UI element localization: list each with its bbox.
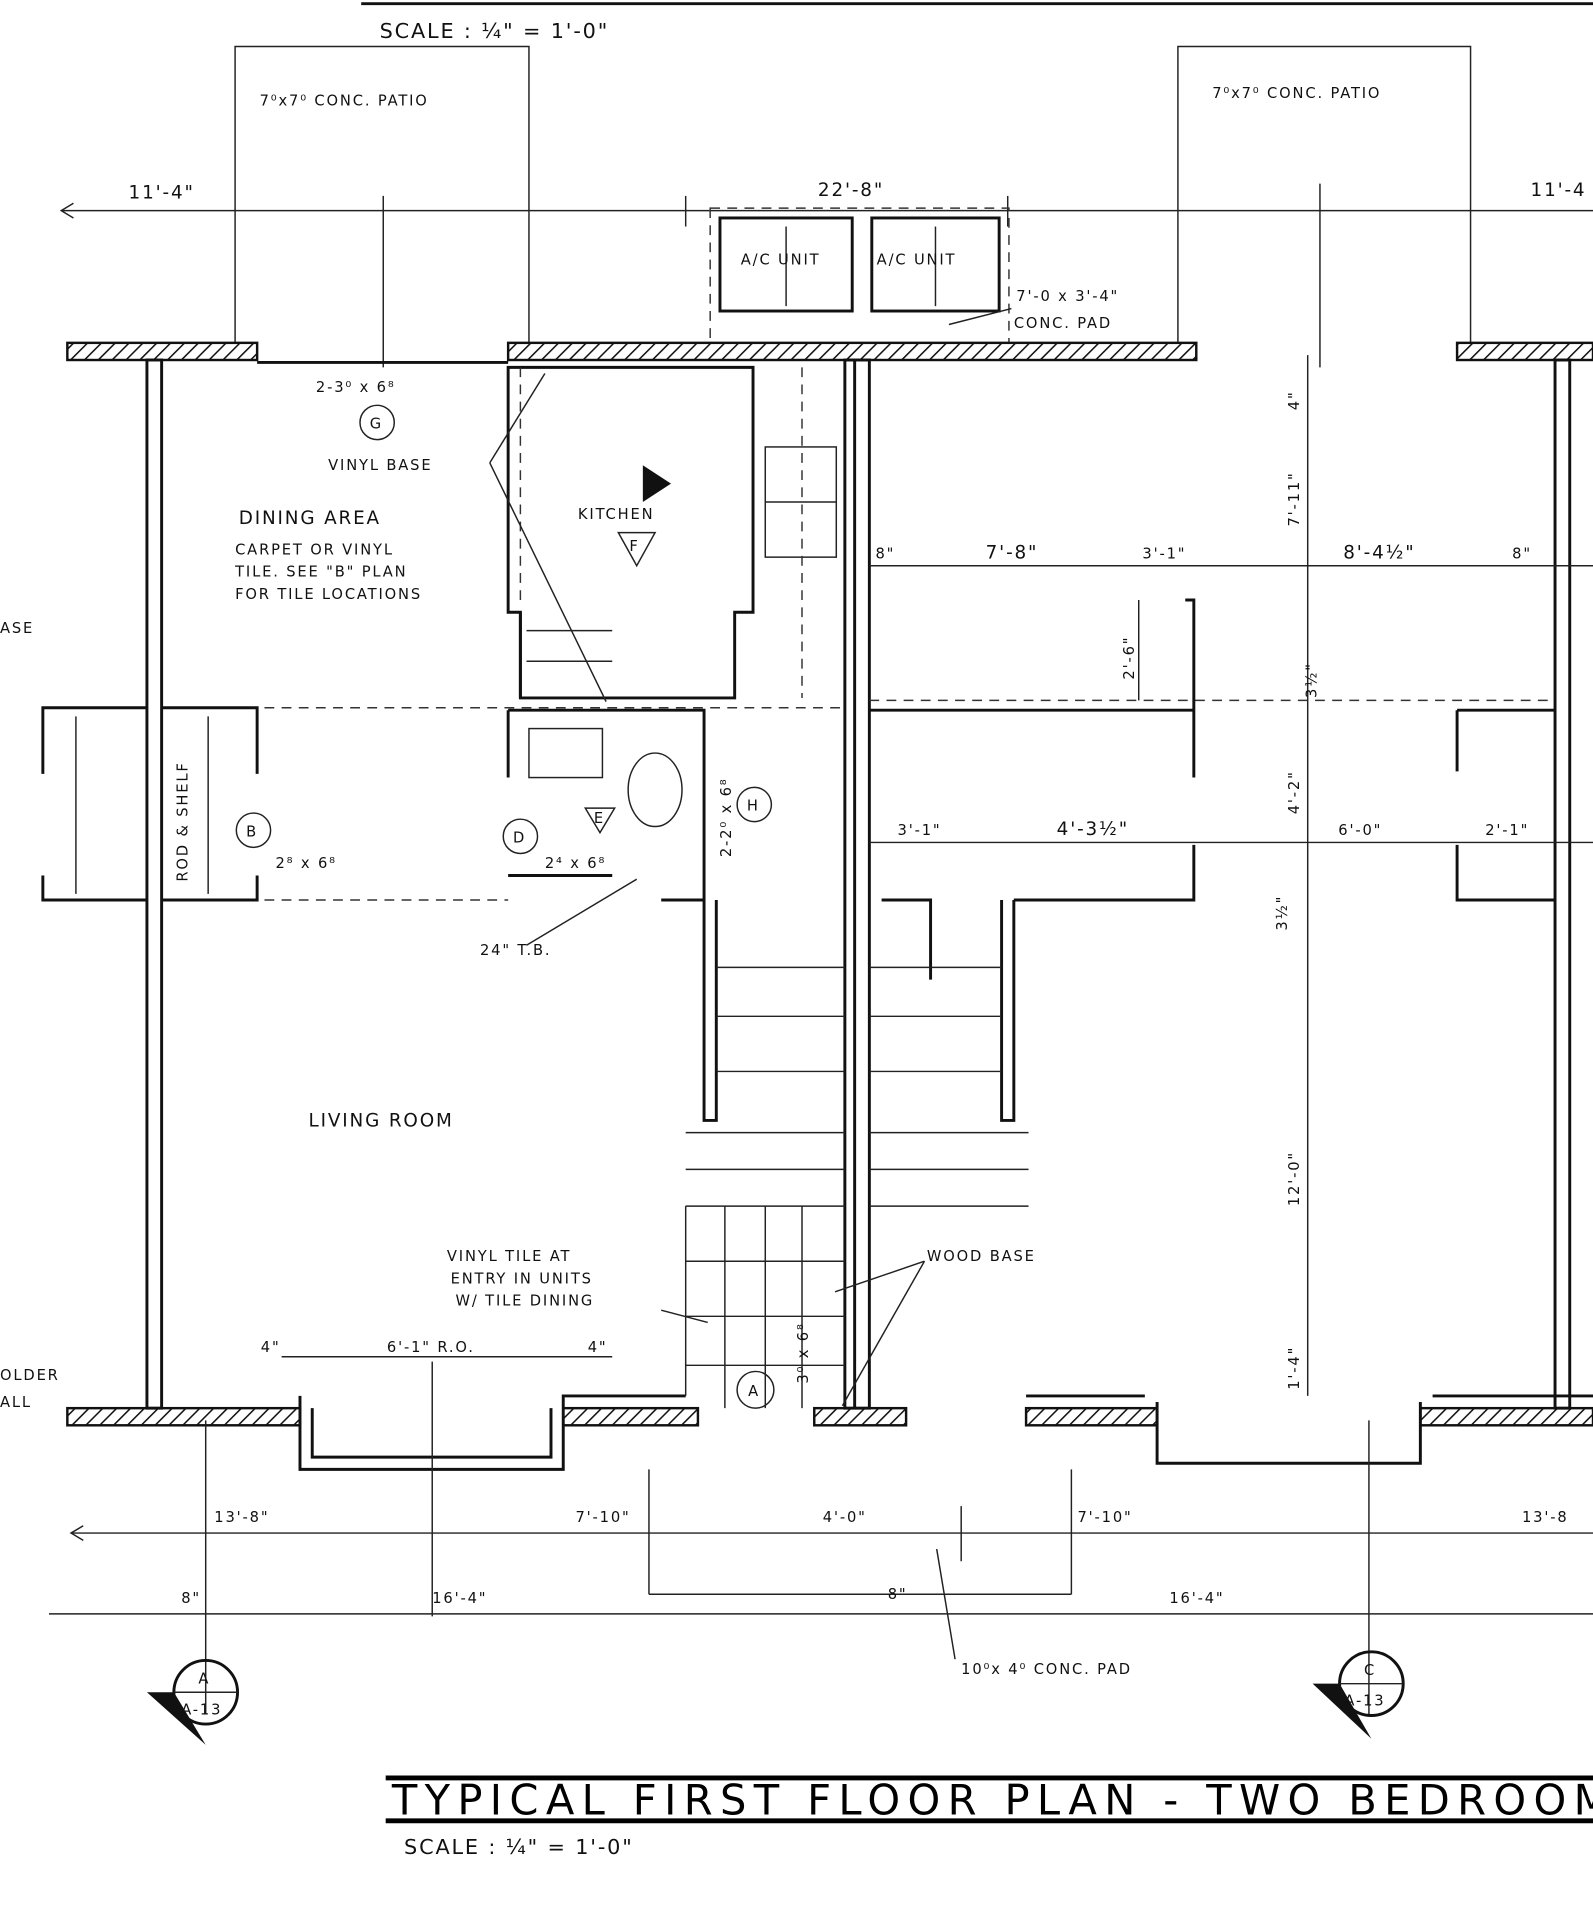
rod-shelf-label: ROD & SHELF [174,761,191,881]
door-g-size: 2-3⁰ x 6⁸ [316,379,396,396]
dim-8a: 8" [875,545,895,562]
dim-v-7-11: 7'-11" [1286,471,1303,526]
dim-bay-4b: 4" [588,1339,608,1356]
left-edge-note-3: ALL [0,1394,32,1411]
ac-unit-2-label: A/C UNIT [877,251,957,268]
left-edge-note-2: OLDER [0,1367,60,1384]
title-block: TYPICAL FIRST FLOOR PLAN - TWO BEDROOM S… [385,1775,1593,1859]
dim-m-4-3h: 4'-3½" [1057,819,1129,840]
door-a-size: 3⁰ x 6⁸ [795,1322,812,1383]
dim-c-8b: 8" [888,1586,908,1603]
dim-v-4-2: 4'-2" [1286,770,1303,814]
top-dimension-line: 11'-4" 22'-8" 11'-4 [59,180,1593,368]
tag-b: B [246,823,258,840]
entry-tile-note-3: W/ TILE DINING [455,1292,594,1309]
patio-right-label: 7⁰x7⁰ CONC. PATIO [1212,85,1381,102]
pad-size-label: 7'-0 x 3'-4" [1016,288,1119,305]
dim-c-8a: 8" [181,1590,201,1607]
dim-v-3h-b: 3½" [1274,895,1291,931]
patio-left: 7⁰x7⁰ CONC. PATIO [234,45,530,343]
dim-bay-4a: 4" [261,1339,281,1356]
vinyl-base-note: VINYL BASE [328,457,432,474]
dim-7-8: 7'-8" [986,542,1039,563]
section-c-sheet: A-13 [1344,1693,1385,1710]
section-a-id: A [198,1671,210,1688]
bay-dimensions: 4" 6'-1" R.O. 4" [261,1339,613,1617]
dim-top-mid: 22'-8" [818,180,884,201]
dim-c-16-4b: 16'-4" [1169,1590,1224,1607]
front-pad-label: 10⁰x 4⁰ CONC. PAD [961,1661,1132,1678]
dining-area-label: DINING AREA [239,508,381,529]
dim-c-16-4a: 16'-4" [432,1590,487,1607]
dim-b-7-10a: 7'-10" [575,1509,630,1526]
dim-b-7-10b: 7'-10" [1078,1509,1133,1526]
section-marker-c: C A-13 [1312,1650,1405,1739]
kitchen-label: KITCHEN [578,506,654,523]
patio-right: 7⁰x7⁰ CONC. PATIO [1177,45,1472,343]
bottom-dimension-lines: 13'-8" 7'-10" 4'-0" 7'-10" 13'-8 8" 16'-… [48,1420,1593,1715]
tag-f: F [629,538,639,555]
dim-3-1: 3'-1" [1142,545,1186,562]
living-room-label: LIVING ROOM [309,1111,454,1132]
dining-note-line-2: TILE. SEE "B" PLAN [234,564,407,581]
exterior-wall-front [66,1394,1593,1471]
leader-lines [489,373,956,1660]
dim-b-4-0: 4'-0" [823,1509,867,1526]
right-unit-dimensions: 8" 7'-8" 3'-1" 8'-4½" 8" 4" 7'-11" 2'-6"… [869,355,1593,1396]
towel-bar-note: 24" T.B. [480,942,551,959]
dim-v-12-0: 12'-0" [1286,1151,1303,1206]
wood-base-note: WOOD BASE [927,1248,1036,1265]
section-marker-a: A A-13 [146,1658,240,1745]
ac-units: A/C UNIT A/C UNIT 7'-0 x 3'-4" CONC. PAD [709,207,1119,344]
dim-8b: 8" [1512,545,1532,562]
dim-bay-ro: 6'-1" R.O. [387,1339,475,1356]
dim-8-4h: 8'-4½" [1343,542,1415,563]
dim-b-13-8: 13'-8" [214,1509,269,1526]
dim-m-2-1: 2'-1" [1485,822,1529,839]
pad-label: CONC. PAD [1014,315,1112,332]
entry-tile-note-2: ENTRY IN UNITS [451,1270,593,1287]
dim-b-13-8r: 13'-8 [1522,1509,1569,1526]
dining-note-line-3: FOR TILE LOCATIONS [235,586,422,603]
dim-v-1-4: 1'-4" [1286,1346,1303,1390]
dim-top-left: 11'-4" [129,182,195,203]
tag-a: A [748,1383,760,1400]
door-d-size: 2⁴ x 6⁸ [545,855,606,872]
ac-unit-1-label: A/C UNIT [741,251,821,268]
top-scale-label: SCALE : ¼" = 1'-0" [380,19,610,43]
dim-top-right: 11'-4 [1531,180,1587,201]
dim-v-3h: 3½" [1303,662,1320,698]
left-edge-note-1: ASE [0,620,34,637]
dining-note-line-1: CARPET OR VINYL [235,542,394,559]
entry-tile-note-1: VINYL TILE AT [447,1248,571,1265]
tag-h: H [747,798,760,815]
tag-g: G [370,416,383,433]
dim-v-4: 4" [1286,390,1303,410]
door-h-size: 2-2⁰ x 6⁸ [718,777,735,857]
section-a-sheet: A-13 [181,1701,222,1718]
dim-m-3-1: 3'-1" [898,822,942,839]
interior-walls [41,358,1572,1410]
tag-e: E [594,810,605,827]
dim-v-2-6: 2'-6" [1121,636,1138,680]
section-c-id: C [1364,1662,1376,1679]
drawing-title: TYPICAL FIRST FLOOR PLAN - TWO BEDROOM [391,1776,1593,1825]
tag-d: D [513,829,526,846]
bottom-scale-label: SCALE : ¼" = 1'-0" [404,1835,634,1859]
door-tags: 2-3⁰ x 6⁸ G B 2⁸ x 6⁸ D 2⁴ x 6⁸ H 2-2⁰ x… [235,379,812,1409]
patio-left-label: 7⁰x7⁰ CONC. PATIO [260,92,429,109]
exterior-wall-rear [66,341,1593,364]
dim-m-6-0: 6'-0" [1338,822,1382,839]
door-b-size: 2⁸ x 6⁸ [275,855,336,872]
